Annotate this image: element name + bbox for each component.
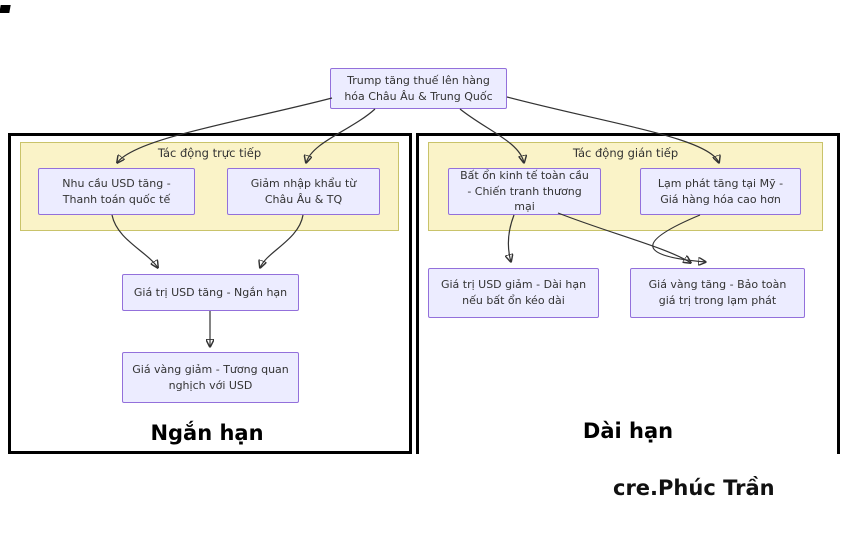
label-long-term: Dài hạn: [582, 419, 674, 443]
node-gold-price-up: Giá vàng tăng - Bảo toàn giá trị trong l…: [630, 268, 805, 318]
band-direct-impact-title: Tác động trực tiếp: [157, 146, 262, 160]
node-trump-tariff: Trump tăng thuế lên hàng hóa Châu Âu & T…: [330, 68, 507, 109]
node-usd-demand: Nhu cầu USD tăng - Thanh toán quốc tế: [38, 168, 195, 215]
credit-text: cre.Phúc Trần: [613, 476, 775, 500]
node-global-instability: Bất ổn kinh tế toàn cầu - Chiến tranh th…: [448, 168, 601, 215]
corner-artifact: [0, 5, 11, 13]
node-import-reduction: Giảm nhập khẩu từ Châu Âu & TQ: [227, 168, 380, 215]
band-indirect-impact-title: Tác động gián tiếp: [572, 146, 679, 160]
node-usd-value-down: Giá trị USD giảm - Dài hạn nếu bất ổn ké…: [428, 268, 599, 318]
label-short-term: Ngắn hạn: [150, 421, 264, 445]
node-usd-value-up: Giá trị USD tăng - Ngắn hạn: [122, 274, 299, 311]
node-gold-price-down: Giá vàng giảm - Tương quan nghịch với US…: [122, 352, 299, 403]
node-us-inflation: Lạm phát tăng tại Mỹ - Giá hàng hóa cao …: [640, 168, 801, 215]
